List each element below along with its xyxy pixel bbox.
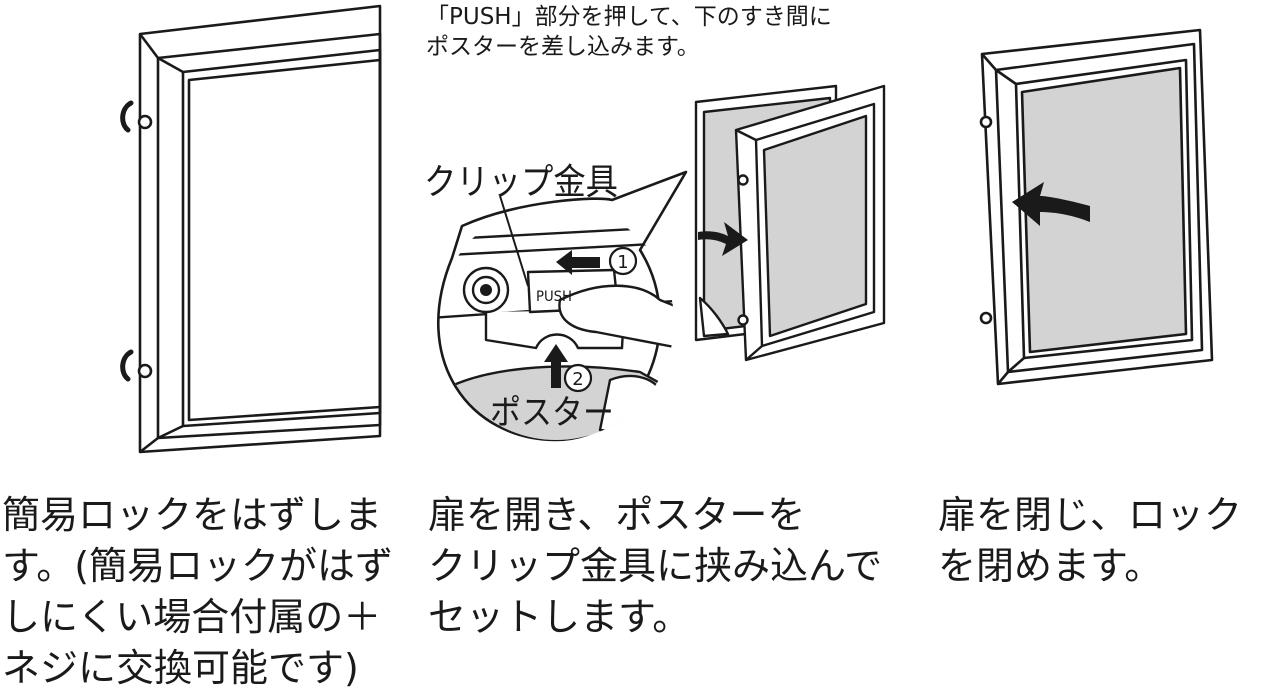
insert-up-arrow-icon: [544, 344, 593, 393]
close-arrow-icon: [1012, 182, 1090, 226]
note-line-2: ポスターを差し込みます。: [426, 34, 700, 60]
simple-lock-top-icon: [120, 100, 153, 133]
poster-label: ポスター: [490, 393, 614, 433]
frame-closed-step1: [138, 4, 382, 454]
step2-caption: 扉を開き、ポスターを クリップ金具に挟み込んで セットします。: [428, 490, 882, 643]
step3-line: を閉めます。: [938, 544, 1163, 588]
frame-closed-step3: [979, 28, 1214, 386]
step1-line: 簡易ロックをはずしま: [2, 493, 383, 537]
step1-line: す。(簡易ロックがはず: [2, 544, 394, 588]
step3-caption: 扉を閉じ、ロック を閉めます。: [938, 490, 1242, 592]
simple-lock-bottom-icon: [120, 349, 153, 382]
step2-line: クリップ金具に挟み込んで: [428, 544, 883, 588]
insert-arrow-icon: [698, 222, 748, 256]
step2-number: 2: [572, 369, 583, 390]
note-line-1: 「PUSH」部分を押して、下のすき間に: [426, 4, 832, 30]
push-arrow-icon: [556, 246, 638, 276]
clip-label: クリップ金具: [424, 162, 618, 203]
push-label: PUSH: [536, 289, 572, 305]
step1-caption: 簡易ロックをはずしま す。(簡易ロックがはず しにくい場合付属の＋ ネジに交換可…: [2, 490, 393, 694]
step2-line: 扉を開き、ポスターを: [428, 493, 806, 537]
step1-line: ネジに交換可能です): [2, 646, 359, 690]
step1-line: しにくい場合付属の＋: [2, 595, 382, 639]
step2-line: セットします。: [428, 595, 691, 639]
push-instruction-note: 「PUSH」部分を押して、下のすき間に ポスターを差し込みます。: [426, 2, 832, 62]
frame-open-step2: [694, 84, 886, 362]
step3-line: 扉を閉じ、ロック: [938, 493, 1243, 537]
step1-number: 1: [617, 252, 628, 273]
